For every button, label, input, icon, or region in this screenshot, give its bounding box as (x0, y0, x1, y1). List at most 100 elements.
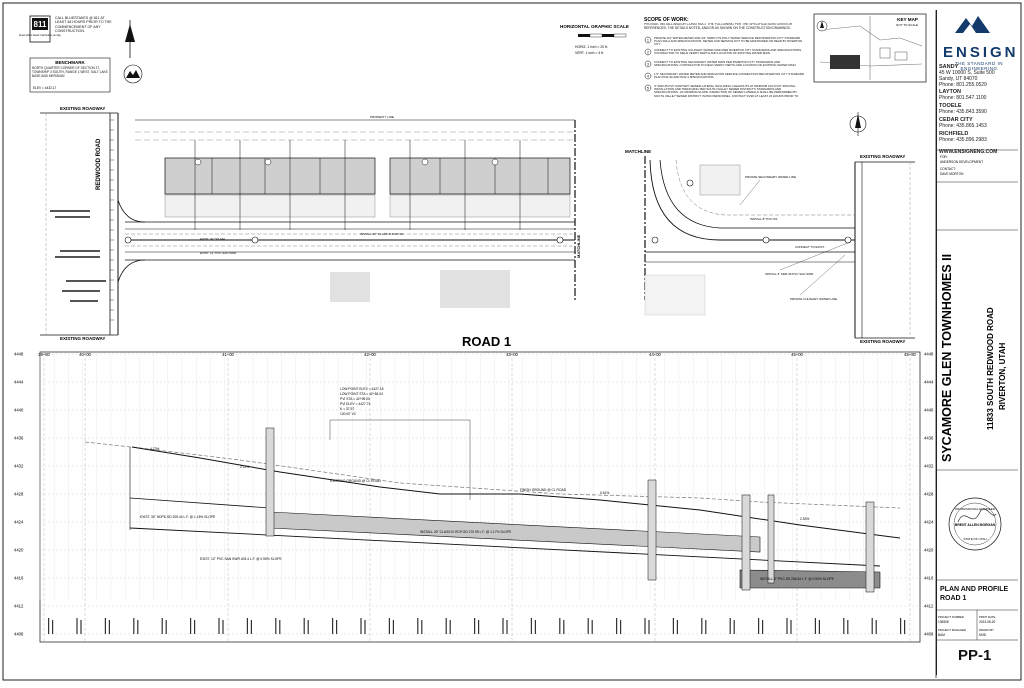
redwood-road-label: REDWOOD ROAD (96, 138, 102, 190)
scope-item-number: 2 (647, 50, 649, 54)
date-label: PRINT DATE (979, 615, 996, 619)
firm-logo: ENSIGN THE STANDARD IN ENGINEERING (943, 18, 1019, 71)
existing-roadway-top: EXISTING ROADWAY (60, 106, 105, 111)
profile-annotation: EXIST. 12" PVC SAN SWR 403.4 L.F. @ 0.55… (200, 557, 282, 561)
scope-item-text: PRIVATE 3/4" WATER METER AND 3/4" SDR9 C… (654, 36, 803, 47)
sewer-line (129, 527, 881, 567)
profile-annotation: INSTALL 30" CLASS III RCP-SD 270.99 L.F.… (420, 530, 512, 534)
plan-note-4: PRIVATE CULINARY WATER LINE (790, 297, 837, 301)
key-map-sub: NOT TO SCALE (896, 23, 918, 27)
elev-label-left: 4440 (14, 408, 24, 413)
title-block: ENSIGN THE STANDARD IN ENGINEERING SANDY… (936, 10, 1019, 675)
north-arrow-icon (125, 20, 135, 58)
profile-annotation: PVI ELEV = 4427.73 (340, 402, 371, 406)
client-for: FOR: (940, 155, 948, 159)
plan-note-1: EXIST. 12" PVC SAN SWR (200, 251, 237, 255)
elev-label-left: 4444 (14, 380, 24, 385)
profile-annotation: PVI STA = 42+95.00 (340, 397, 370, 401)
elev-label-right: 4420 (924, 548, 934, 553)
north-arrow-right-icon (849, 112, 867, 136)
profile-annotation: EXIST. 30" HDPE-SD 205.44 L.F. @ 1.18% S… (140, 515, 216, 519)
project-address: 11833 SOUTH REDWOOD ROAD (986, 307, 995, 430)
elev-label-left: 4416 (14, 576, 24, 581)
sheet-title-1: PLAN AND PROFILE (940, 586, 1009, 593)
elev-label-left: 4424 (14, 520, 24, 525)
scope-item-text: CONNECT TO EXISTING CULINARY WATER MAIN … (654, 48, 802, 55)
scope-item-number: 3 (647, 62, 649, 66)
profile-annotation: K = 37.97 (340, 407, 354, 411)
scope-of-work: SCOPE OF WORK: PROVIDE, INSTALL AND/OR C… (644, 17, 804, 97)
profile-annotation: 120.00' VC (340, 412, 357, 416)
elev-label-right: 4408 (924, 632, 934, 637)
firm-tagline: THE STANDARD IN ENGINEERING (955, 61, 1003, 71)
sheet-number: PP-1 (958, 647, 992, 664)
profile-annotation: LOW POINT STA = 42+84.04 (340, 392, 383, 396)
existing-roadway-right-top: EXISTING ROADWAY (860, 154, 905, 159)
grade-label: 2.22% (240, 465, 249, 469)
ensign-logo-icon (955, 16, 990, 33)
elev-label-left: 4412 (14, 604, 24, 609)
plan-note-6: CONNECT TO EXIST. (795, 245, 825, 249)
storm-drain-pipe (269, 511, 761, 553)
grade-label: 2.53% (800, 517, 809, 521)
existing-roadway-bottom: EXISTING ROADWAY (60, 336, 105, 341)
client-contact-label: CONTACT: (940, 167, 956, 171)
key-map-title: KEY MAP (897, 17, 918, 22)
project-name: SYCAMORE GLEN TOWNHOMES II (940, 253, 954, 462)
plan-view-right: MATCHLINE EXISTING ROADWAY EXISTING ROAD… (625, 112, 915, 344)
profile-annotation: INSTALL 8" PVC-SS 266.84 L.F. @ 0.50% SL… (760, 577, 835, 581)
plan-note-3: PRIVATE SECONDARY WATER LINE (745, 175, 796, 179)
station-label: 39+80 (38, 352, 50, 357)
seal-top: PROFESSIONAL ENGINEER (955, 507, 996, 511)
profile-annotation: FINISH GROUND @ CL ROAD (520, 488, 567, 492)
graphic-scale: HORIZONTAL GRAPHIC SCALE HORIZ. 1 inch =… (560, 24, 629, 55)
scope-item-number: 5 (647, 86, 649, 90)
station-label: 45+00 (791, 352, 803, 357)
plan-note-0: INSTALL 30" CLASS III RCP-SD (360, 232, 404, 236)
firm-name: ENSIGN (943, 44, 1019, 61)
project-no-label: PROJECT NUMBER (938, 615, 964, 619)
scope-intro: PROVIDE, INSTALL AND/OR CONSTRUCT THE FO… (644, 23, 793, 30)
plan-note-2: EXIST. 30" SS MH (200, 237, 225, 241)
elev-label-right: 4432 (924, 464, 934, 469)
manager: BAM (938, 633, 945, 637)
client-name: ANDERSON DEVELOPMENT (940, 160, 983, 164)
project-city: RIVERTON, UTAH (998, 342, 1007, 410)
scope-item-text: CONNECT TO EXISTING SECONDARY WATER MAIN… (654, 60, 797, 67)
station-label: 42+00 (364, 352, 376, 357)
station-label: 44+00 (649, 352, 661, 357)
benchmark-text: NORTH QUARTER CORNER OF SECTION 27, TOWN… (32, 66, 108, 78)
elev-label-right: 4440 (924, 408, 934, 413)
project-no: 10850E (938, 620, 949, 624)
elev-label-left: 4420 (14, 548, 24, 553)
elev-label-left: 4408 (14, 632, 24, 637)
sewer-install-band (739, 569, 881, 589)
manager-label: PROJECT MANAGER (938, 628, 966, 632)
scope-item-number: 4 (647, 74, 649, 78)
station-label: 45+80 (904, 352, 916, 357)
grade-label: 0.61% (600, 491, 609, 495)
elev-label-right: 4428 (924, 492, 934, 497)
engineer-seal: PROFESSIONAL ENGINEER BRENT ALLEN MORGAN… (948, 497, 1002, 551)
seal-state: STATE OF UTAH (964, 537, 987, 541)
elev-label-left: 4436 (14, 436, 24, 441)
elev-label-left: 4432 (14, 464, 24, 469)
profile-title: ROAD 1 (462, 334, 511, 349)
plan-note-7: INSTALL 8" PVC-SS (750, 217, 777, 221)
plan-note-5: INSTALL 5' SDR-35 PVC SAN SWR (765, 272, 814, 276)
graphic-scale-v: VERT. 1 inch = 4 ft. (575, 51, 604, 55)
seal-name: BRENT ALLEN MORGAN (955, 523, 996, 527)
benchmark-title: BENCHMARK (55, 60, 85, 65)
drawn-label: DRAWN BY (979, 628, 994, 632)
scope-item-2-icon (644, 48, 652, 56)
elev-label-right: 4444 (924, 380, 934, 385)
graphic-scale-title: HORIZONTAL GRAPHIC SCALE (560, 24, 629, 29)
graphic-scale-h: HORIZ. 1 inch = 20 ft. (575, 45, 608, 49)
